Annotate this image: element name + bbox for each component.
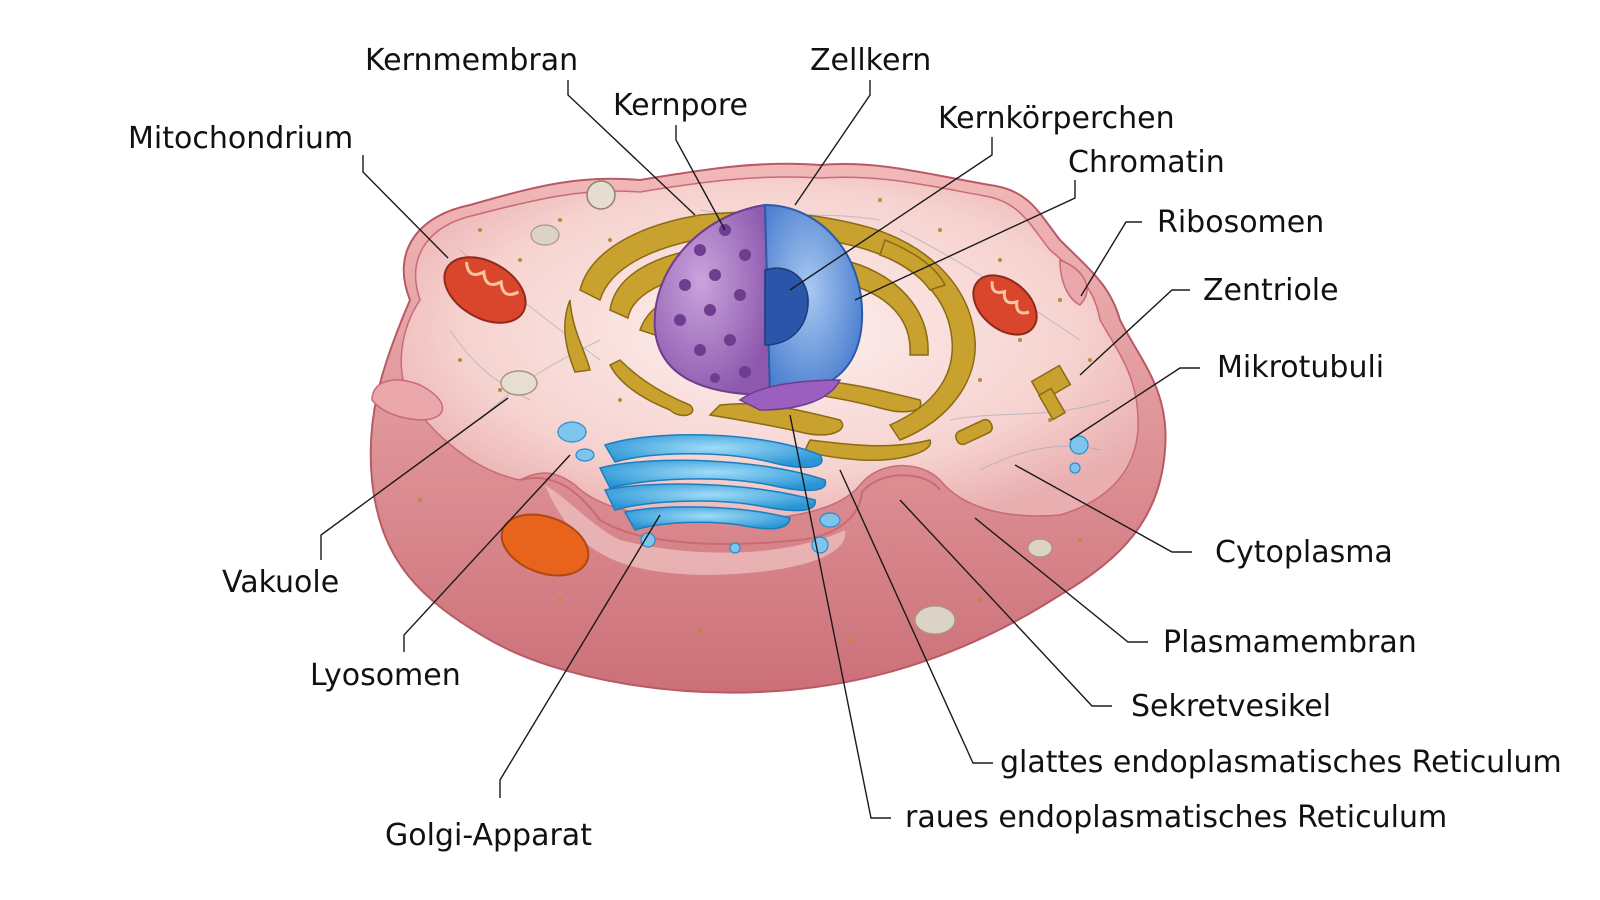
nucleus [653, 203, 864, 411]
leader-mikrotubuli [1069, 367, 1200, 441]
leader-golgi [499, 514, 661, 798]
labels: Kernmembran Zellkern Kernpore Mitochondr… [128, 43, 1562, 853]
label-mikrotubuli: Mikrotubuli [1217, 350, 1384, 385]
leader-lyosomen [403, 454, 571, 652]
leader-chromatin [854, 180, 1076, 301]
ribosome-dots [418, 198, 1092, 642]
label-mitochondrium: Mitochondrium [128, 121, 353, 156]
label-raues-er: raues endoplasmatisches Reticulum [905, 800, 1447, 835]
label-kernmembran: Kernmembran [365, 43, 578, 78]
mitochondrium-left [443, 256, 527, 324]
vacuole-small-3 [1027, 538, 1053, 558]
secretory-vesicle [500, 513, 590, 577]
centriole [1030, 364, 1072, 421]
leader-plasmamembran [974, 517, 1148, 643]
leader-lines [320, 80, 1200, 819]
cut-floor [545, 485, 846, 575]
label-ribosomen: Ribosomen [1157, 205, 1324, 240]
mitochondrium-right [972, 274, 1038, 336]
leader-ribosomen [1080, 221, 1142, 297]
leader-zellkern [794, 80, 871, 206]
membrane-fold-right [1059, 258, 1088, 306]
lysosome-bubbles [557, 421, 1089, 554]
label-chromatin: Chromatin [1068, 145, 1225, 180]
label-cytoplasma: Cytoplasma [1215, 535, 1393, 570]
vacuole-small-2 [914, 605, 956, 635]
leader-cytoplasma [1014, 464, 1192, 553]
golgi-apparatus [598, 434, 827, 531]
leader-zentriole [1079, 289, 1190, 376]
leader-kernpore [675, 125, 726, 231]
nucleolus [764, 267, 809, 346]
vacuole-small-1 [530, 224, 560, 246]
leader-mitochondrium [362, 155, 449, 259]
label-glattes-er: glattes endoplasmatisches Reticulum [1000, 745, 1562, 780]
nuclear-pores [674, 224, 751, 383]
cell-illustration [369, 162, 1167, 694]
leader-raues-er [789, 414, 891, 819]
label-sekretvesikel: Sekretvesikel [1131, 689, 1331, 724]
label-golgi: Golgi-Apparat [385, 818, 592, 853]
label-vakuole: Vakuole [222, 565, 339, 600]
leader-sekretvesikel [899, 499, 1112, 707]
centrosome-wheel [586, 180, 616, 210]
cut-section [519, 474, 941, 545]
membrane-fold-left [371, 379, 444, 421]
leader-vakuole [320, 397, 509, 560]
label-zellkern: Zellkern [810, 43, 931, 78]
label-kernkoerperchen: Kernkörperchen [938, 101, 1175, 136]
leader-glattes-er [839, 469, 993, 764]
label-plasmamembran: Plasmamembran [1163, 625, 1417, 660]
label-lyosomen: Lyosomen [310, 658, 461, 693]
leader-kernmembran [567, 80, 696, 216]
vacuole-body [500, 370, 538, 396]
label-zentriole: Zentriole [1203, 273, 1339, 308]
label-kernpore: Kernpore [613, 88, 748, 123]
leader-kernkoerperchen [789, 137, 993, 291]
